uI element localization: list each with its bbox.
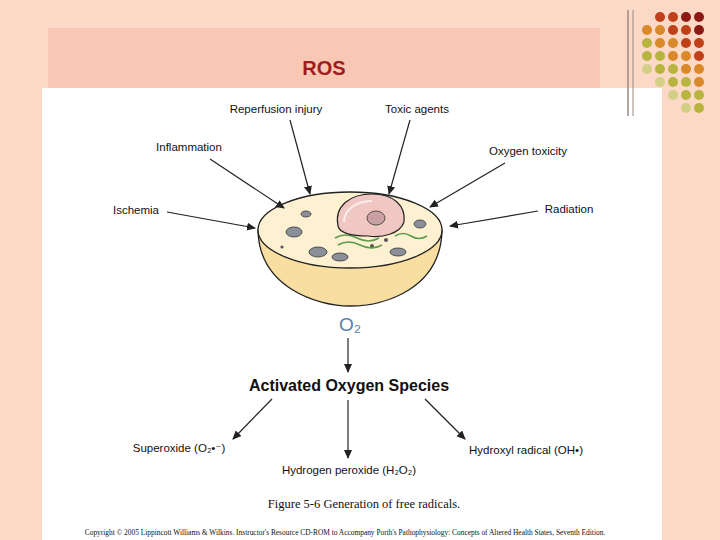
cause-label: Inflammation (156, 141, 222, 154)
species-label: Hydrogen peroxide (H₂O₂) (282, 464, 416, 477)
oxygen-label: O₂ (339, 314, 361, 336)
species-label: Superoxide (O₂•⁻) (133, 442, 226, 455)
figure-caption: Figure 5-6 Generation of free radicals. (268, 497, 460, 511)
heading-label: Activated Oxygen Species (249, 377, 449, 395)
slide-title: ROS (302, 57, 345, 80)
cause-label: Toxic agents (385, 103, 449, 116)
copyright-note: Copyright © 2005 Lippincott Williams & W… (85, 529, 605, 538)
cause-label: Radiation (545, 203, 594, 216)
cause-label: Oxygen toxicity (489, 145, 567, 158)
cause-label: Ischemia (113, 204, 159, 217)
species-label: Hydroxyl radical (OH•) (469, 444, 583, 457)
cause-label: Reperfusion injury (230, 103, 323, 116)
